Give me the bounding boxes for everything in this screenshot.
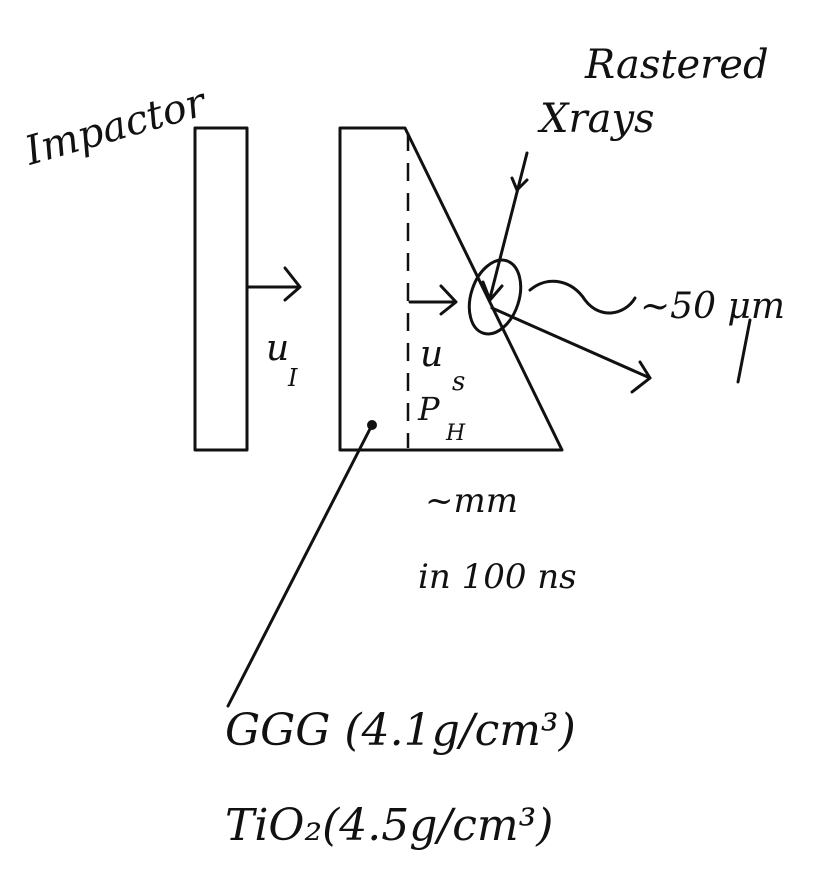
xrays-label: Xrays	[537, 96, 655, 142]
material-leader-line	[226, 420, 377, 708]
pressure-label: P	[417, 390, 440, 428]
impactor-velocity-arrow	[246, 266, 302, 302]
impactor-plate	[193, 126, 249, 452]
shock-velocity-label: u	[420, 334, 443, 375]
xray-spot-ellipse	[467, 258, 523, 336]
material-2-label: TiO₂(4.5g/cm³)	[225, 800, 553, 851]
impactor-velocity-subscript: I	[287, 364, 298, 392]
travel-distance-label: ~mm	[425, 481, 518, 521]
diffracted-xray-arrow	[490, 306, 652, 394]
pressure-subscript: H	[445, 421, 466, 446]
mu-tail-stroke	[736, 318, 752, 384]
impactor-label: Impactor	[19, 79, 213, 175]
travel-time-label: in 100 ns	[418, 557, 577, 597]
spot-size-label: ~50 μm	[640, 286, 785, 327]
shock-velocity-arrow	[408, 284, 458, 316]
target-wedge	[338, 126, 564, 452]
spot-size-connector	[528, 279, 637, 315]
impactor-velocity-label: u	[266, 328, 289, 369]
shock-velocity-subscript: s	[452, 367, 465, 397]
incoming-xray-arrow	[481, 151, 529, 302]
rastered-label: Rastered	[584, 42, 769, 88]
material-1-label: GGG (4.1g/cm³)	[225, 705, 576, 756]
